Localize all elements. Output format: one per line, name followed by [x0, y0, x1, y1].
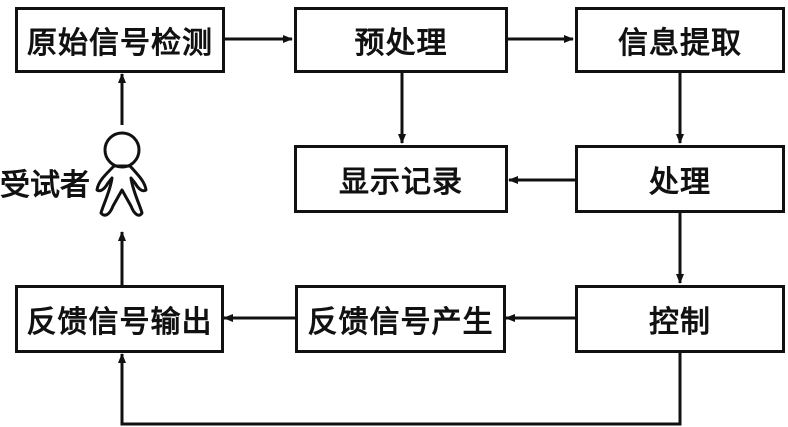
node-feedback-generation: 反馈信号产生	[295, 285, 506, 353]
node-feedback-output: 反馈信号输出	[15, 285, 224, 353]
node-preprocessing: 预处理	[294, 7, 508, 73]
node-processing: 处理	[575, 145, 785, 213]
node-control: 控制	[575, 285, 785, 353]
subject-label: 受试者	[0, 168, 90, 203]
node-info-extraction: 信息提取	[575, 7, 785, 73]
node-display-record: 显示记录	[294, 145, 508, 213]
node-raw-signal-detection: 原始信号检测	[15, 7, 225, 73]
arrow-control-loop-to-output	[118, 352, 682, 426]
person-icon	[95, 131, 148, 217]
